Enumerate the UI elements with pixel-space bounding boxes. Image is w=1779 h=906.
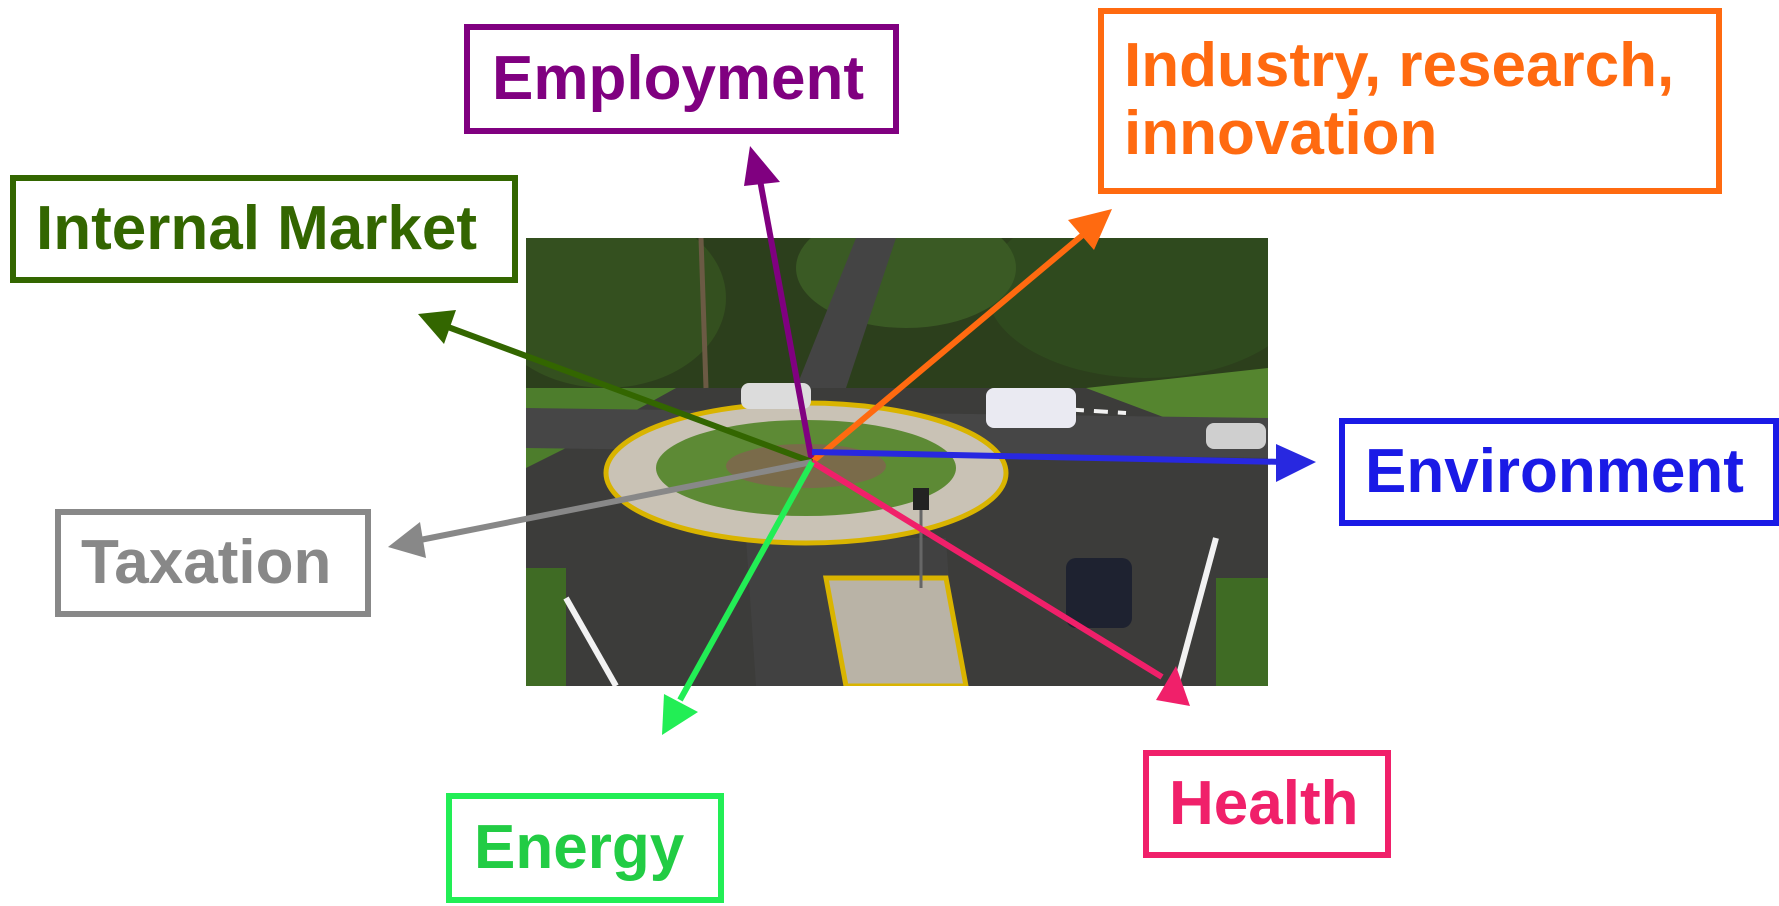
roundabout-illustration [526, 238, 1268, 686]
health-label-box: Health [1143, 750, 1391, 858]
environment-label-box: Environment [1339, 418, 1779, 526]
employment-label-box: Employment [464, 24, 899, 134]
arrow-environment [811, 444, 1316, 482]
energy-label-box: Energy [446, 793, 724, 903]
industry-label: Industry, research, innovation [1124, 31, 1675, 169]
arrow-employment [744, 146, 815, 463]
arrow-internal-market [418, 310, 814, 465]
arrow-health [810, 459, 1190, 706]
roundabout-photo [526, 238, 1268, 686]
arrow-energy [662, 460, 815, 735]
environment-label: Environment [1365, 436, 1744, 506]
internal-market-label-box: Internal Market [10, 175, 518, 283]
employment-label: Employment [492, 43, 865, 113]
taxation-label: Taxation [81, 527, 332, 597]
health-label: Health [1169, 768, 1359, 838]
taxation-label-box: Taxation [55, 509, 371, 617]
arrow-industry [810, 209, 1112, 465]
arrow-taxation [388, 459, 813, 558]
industry-label-box: Industry, research, innovation [1098, 8, 1722, 194]
energy-label: Energy [474, 812, 685, 882]
internal-market-label: Internal Market [36, 193, 478, 263]
